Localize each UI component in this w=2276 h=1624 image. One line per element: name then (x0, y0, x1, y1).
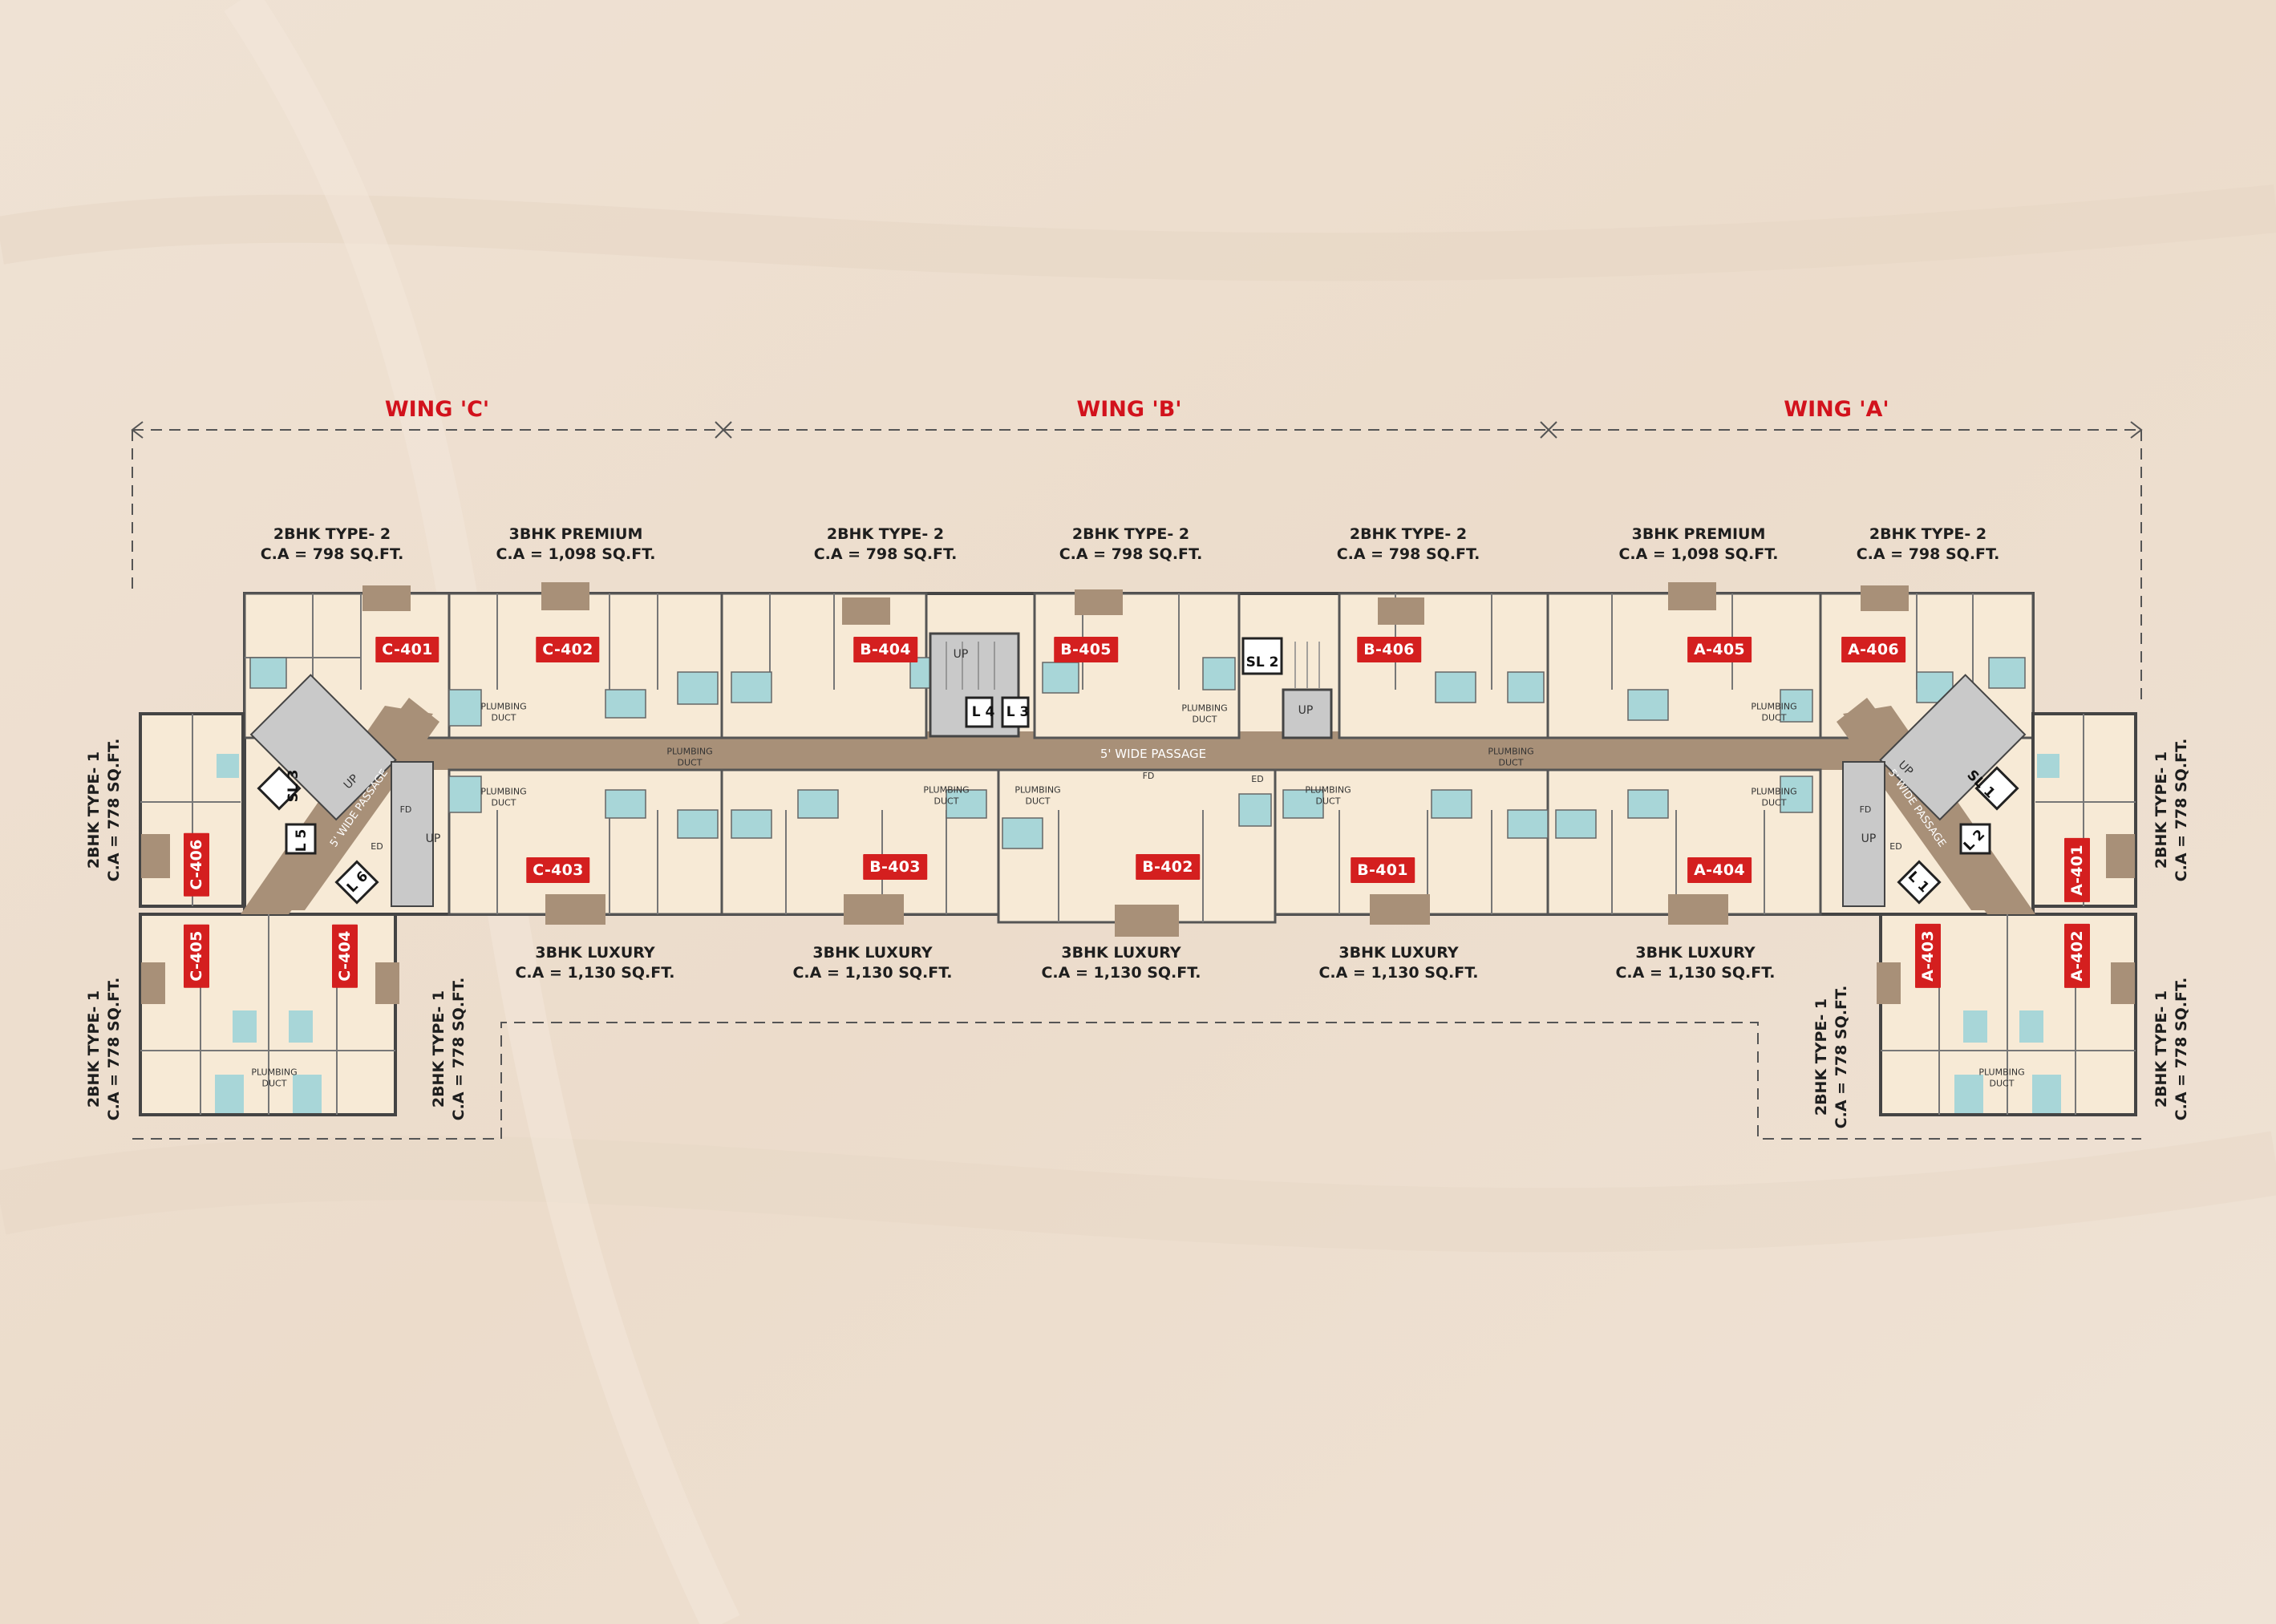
unit-tag-c405[interactable]: C-405 (184, 924, 209, 988)
unit-tag-c406[interactable]: C-406 (184, 832, 209, 897)
unit-tag-a402[interactable]: A-402 (2064, 924, 2090, 988)
unit-tag-a403[interactable]: A-403 (1915, 924, 1941, 988)
lift-l3: L 3 (1006, 704, 1030, 720)
lift-l5: L 5 (294, 828, 310, 852)
toilets (249, 657, 2026, 849)
unit-tag-c402[interactable]: C-402 (536, 637, 600, 662)
unit-tag-c403[interactable]: C-403 (526, 857, 590, 883)
central-core (929, 632, 1333, 739)
unit-tag-c404[interactable]: C-404 (332, 924, 358, 988)
unit-tag-a406[interactable]: A-406 (1841, 637, 1905, 662)
unit-tag-a405[interactable]: A-405 (1687, 637, 1752, 662)
service-lift-sl2: SL 2 (1245, 654, 1279, 670)
stair-up-label: UP (1861, 832, 1877, 845)
right-wing (1837, 674, 2137, 1116)
stair-up-label: UP (953, 648, 969, 661)
stair-up-label: UP (1298, 704, 1314, 717)
balconies (362, 582, 1909, 937)
unit-tag-a404[interactable]: A-404 (1687, 857, 1752, 883)
fire-duct-label: FD (1859, 804, 1872, 816)
unit-tag-b402[interactable]: B-402 (1136, 854, 1200, 880)
fire-duct-label: FD (399, 804, 412, 816)
unit-tag-c401[interactable]: C-401 (375, 637, 439, 662)
unit-tag-b403[interactable]: B-403 (863, 854, 927, 880)
electric-duct-label: ED (1889, 841, 1902, 852)
unit-tag-b401[interactable]: B-401 (1351, 857, 1415, 883)
electric-duct-label: ED (1251, 774, 1264, 785)
passage-label: 5' WIDE PASSAGE (1100, 747, 1207, 761)
unit-tag-b406[interactable]: B-406 (1357, 637, 1421, 662)
unit-tag-a401[interactable]: A-401 (2064, 838, 2090, 902)
bottom-units (448, 768, 1822, 924)
fire-duct-label: FD (1142, 771, 1155, 782)
wing-c-label: WING 'C' (384, 397, 490, 422)
lift-l4: L 4 (971, 704, 995, 720)
electric-duct-label: ED (371, 841, 383, 852)
unit-tag-b404[interactable]: B-404 (853, 637, 917, 662)
unit-tag-b405[interactable]: B-405 (1054, 637, 1118, 662)
wing-dimension-lines (132, 429, 2142, 1140)
wing-a-label: WING 'A' (1784, 397, 1889, 422)
left-wing (139, 674, 439, 1116)
stair-up-label: UP (425, 832, 441, 845)
wing-b-label: WING 'B' (1076, 397, 1182, 422)
dimension-markers (131, 421, 2143, 439)
service-lift-sl3: SL 3 (286, 769, 302, 803)
